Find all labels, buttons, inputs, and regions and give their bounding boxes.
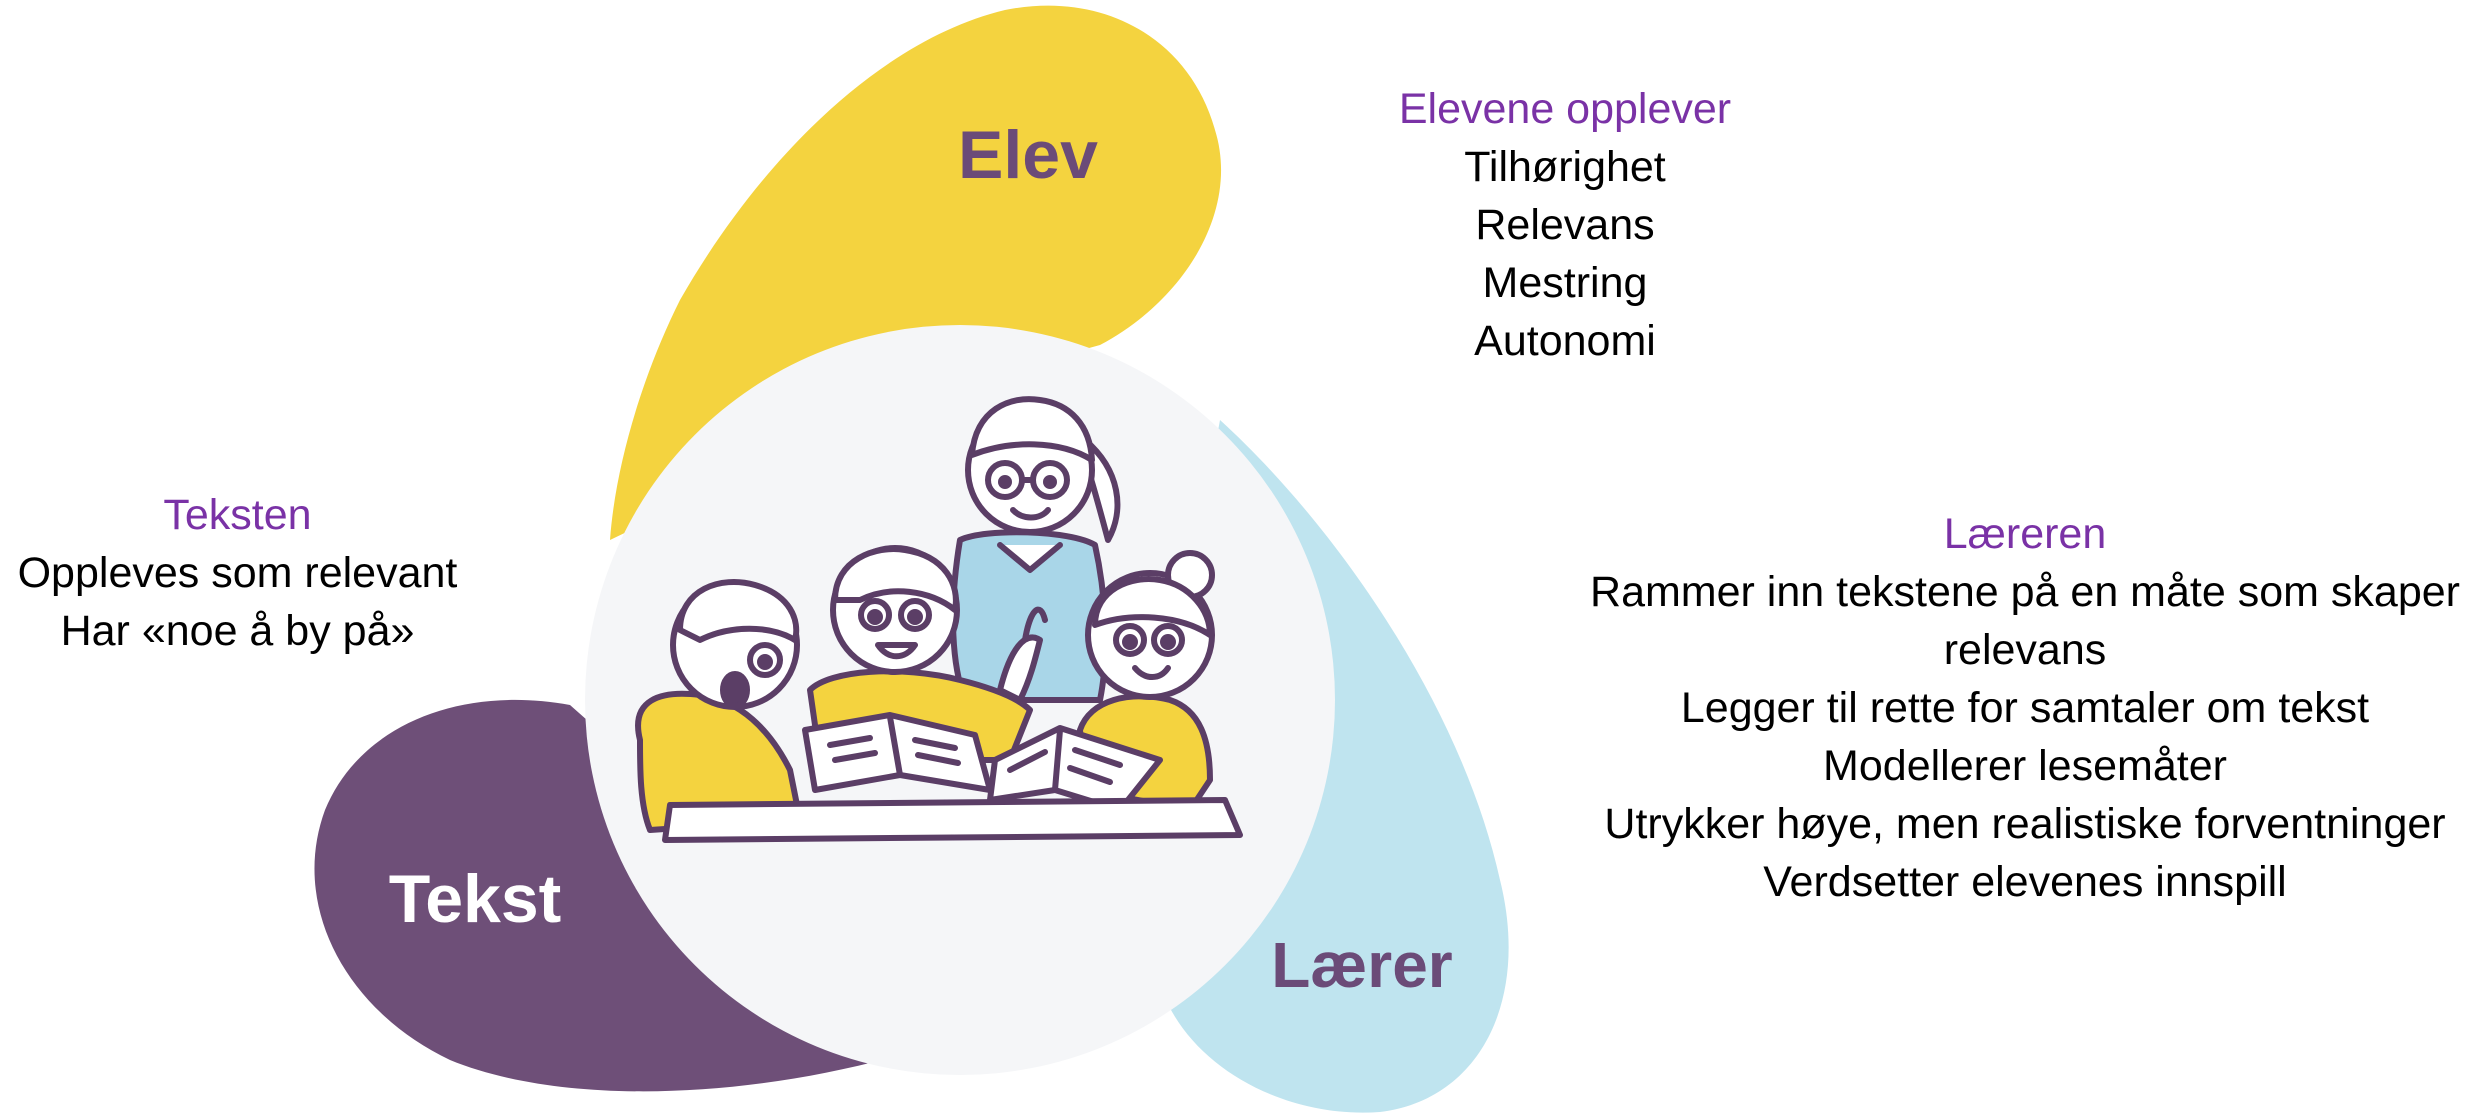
laerer-text-block: Læreren Rammer inn tekstene på en måte s… bbox=[1545, 505, 2478, 911]
petal-label-tekst: Tekst bbox=[389, 861, 562, 937]
three-petal-diagram: Elev Tekst Lærer bbox=[314, 5, 1509, 1113]
tekst-item: Oppleves som relevant bbox=[17, 549, 458, 597]
elev-item: Autonomi bbox=[1474, 317, 1656, 365]
laerer-heading: Læreren bbox=[1943, 510, 2107, 558]
tekst-heading: Teksten bbox=[163, 491, 312, 539]
elev-item: Tilhørighet bbox=[1464, 143, 1666, 191]
tekst-item: Har «noe å by på» bbox=[60, 607, 415, 655]
laerer-item: Utrykker høye, men realistiske forventni… bbox=[1604, 800, 2446, 848]
laerer-item: Legger til rette for samtaler om tekst bbox=[1680, 684, 2370, 732]
elev-heading: Elevene opplever bbox=[1398, 85, 1732, 133]
left-child-figure bbox=[635, 579, 803, 833]
classroom-reading-illustration bbox=[635, 396, 1243, 843]
table bbox=[662, 797, 1243, 843]
laerer-item: Verdsetter elevenes innspill bbox=[1763, 858, 2287, 906]
petal-label-laerer: Lærer bbox=[1271, 929, 1452, 1001]
teacher-figure bbox=[950, 396, 1121, 703]
elev-item: Mestring bbox=[1482, 259, 1648, 307]
petal-label-elev: Elev bbox=[958, 117, 1098, 193]
tekst-text-block: Teksten Oppleves som relevant Har «noe å… bbox=[0, 486, 475, 660]
elev-item: Relevans bbox=[1475, 201, 1655, 249]
elev-text-block: Elevene opplever Tilhørighet Relevans Me… bbox=[1330, 80, 1800, 370]
laerer-item: Modellerer lesemåter bbox=[1823, 742, 2227, 790]
laerer-item: Rammer inn tekstene på en måte som skape… bbox=[1590, 568, 2460, 674]
